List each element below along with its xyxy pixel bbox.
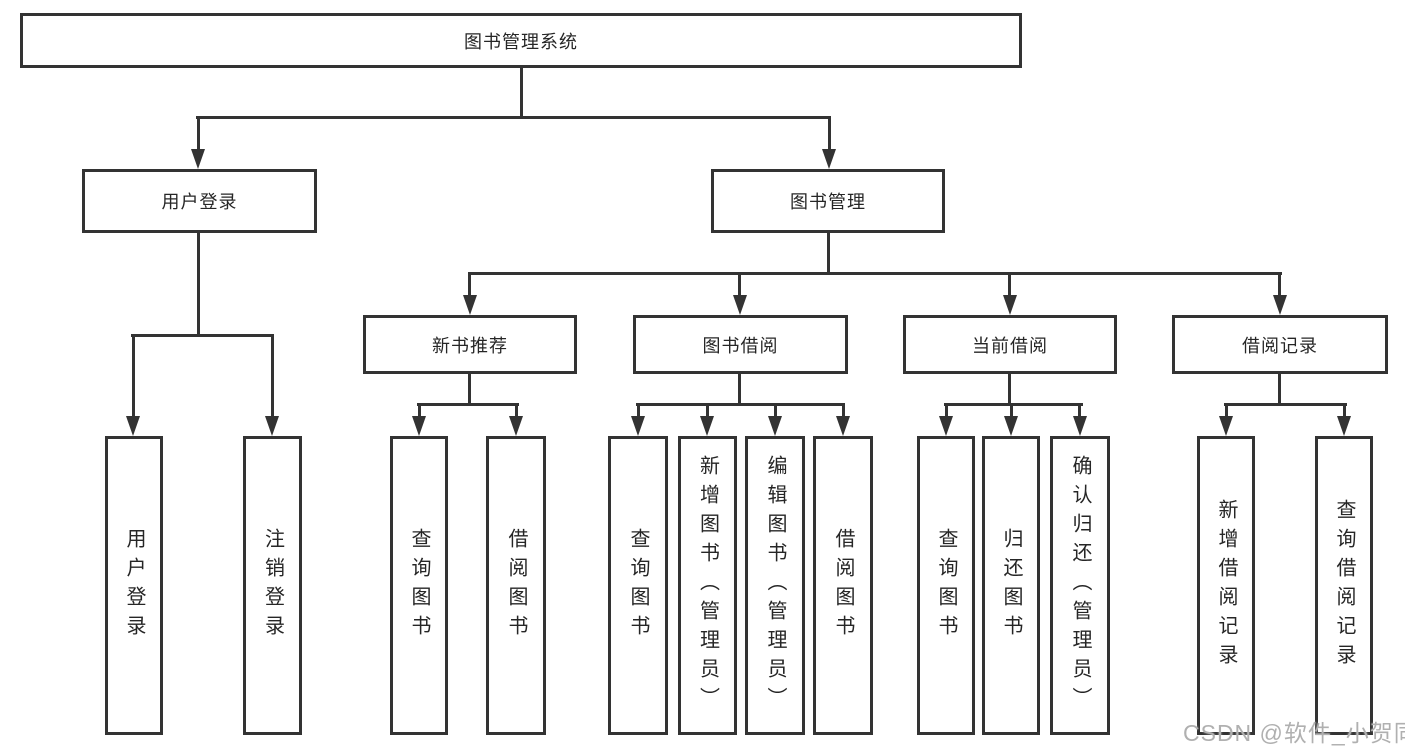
node-root-label: 图书管理系统 [464, 31, 578, 52]
connector-line [1225, 406, 1228, 417]
node-new-book-recommend: 新书推荐 [363, 315, 577, 374]
node-new-book-recommend-label: 新书推荐 [432, 335, 508, 356]
node-book-management-label: 图书管理 [790, 192, 866, 212]
connector-line [196, 116, 831, 119]
connector-line [1010, 406, 1013, 417]
leaf-confirm-return-admin-label: 确认归还（管理员） [1069, 455, 1091, 716]
connector-line [1008, 374, 1011, 406]
connector-line [944, 403, 1083, 406]
node-borrow-records: 借阅记录 [1172, 315, 1388, 374]
arrow-down-icon [1273, 295, 1287, 315]
leaf-return-book: 归还图书 [982, 436, 1040, 735]
connector-line [515, 406, 518, 417]
leaf-borrow-book-2: 借阅图书 [813, 436, 873, 735]
connector-line [418, 406, 421, 417]
leaf-user-login: 用户登录 [105, 436, 163, 735]
leaf-add-borrow-record: 新增借阅记录 [1197, 436, 1255, 735]
arrow-down-icon [1219, 416, 1233, 436]
leaf-query-book-1: 查询图书 [390, 436, 448, 735]
leaf-logout: 注销登录 [243, 436, 302, 735]
connector-line [774, 406, 777, 417]
connector-line [738, 275, 741, 296]
node-current-borrow: 当前借阅 [903, 315, 1117, 374]
leaf-edit-book-admin: 编辑图书（管理员） [745, 436, 805, 735]
connector-line [706, 406, 709, 417]
connector-line [1224, 403, 1347, 406]
csdn-watermark: CSDN @软件_小贺同学 [1183, 720, 1405, 746]
arrow-down-icon [836, 416, 850, 436]
leaf-edit-book-admin-label: 编辑图书（管理员） [764, 455, 786, 716]
leaf-logout-label: 注销登录 [261, 527, 284, 644]
arrow-down-icon [126, 416, 140, 436]
leaf-query-borrow-record-label: 查询借阅记录 [1333, 498, 1355, 673]
connector-line [468, 374, 471, 406]
leaf-add-book-admin: 新增图书（管理员） [678, 436, 737, 735]
arrow-down-icon [1073, 416, 1087, 436]
arrow-down-icon [1004, 416, 1018, 436]
connector-line [197, 119, 200, 150]
arrow-down-icon [733, 295, 747, 315]
node-book-borrow: 图书借阅 [633, 315, 848, 374]
node-user-login-label: 用户登录 [161, 192, 238, 212]
connector-line [468, 272, 1282, 275]
node-user-login: 用户登录 [82, 169, 317, 233]
connector-line [1078, 406, 1081, 417]
node-current-borrow-label: 当前借阅 [972, 335, 1048, 356]
leaf-query-book-1-label: 查询图书 [408, 527, 430, 644]
connector-line [197, 233, 200, 336]
connector-line [520, 68, 523, 119]
leaf-add-borrow-record-label: 新增借阅记录 [1215, 498, 1237, 673]
connector-line [131, 334, 274, 337]
connector-line [842, 406, 845, 417]
connector-line [828, 119, 831, 150]
arrow-down-icon [509, 416, 523, 436]
connector-line [132, 337, 135, 417]
connector-line [417, 403, 519, 406]
node-book-management: 图书管理 [711, 169, 945, 233]
connector-line [468, 275, 471, 296]
node-borrow-records-label: 借阅记录 [1242, 335, 1318, 356]
arrow-down-icon [1003, 295, 1017, 315]
leaf-query-book-2-label: 查询图书 [627, 527, 649, 644]
leaf-add-book-admin-label: 新增图书（管理员） [696, 455, 719, 716]
connector-line [271, 337, 274, 417]
leaf-query-book-3: 查询图书 [917, 436, 975, 735]
node-root: 图书管理系统 [20, 13, 1022, 68]
leaf-borrow-book-1: 借阅图书 [486, 436, 546, 735]
leaf-query-book-3-label: 查询图书 [935, 527, 957, 644]
arrow-down-icon [939, 416, 953, 436]
arrow-down-icon [412, 416, 426, 436]
arrow-down-icon [265, 416, 279, 436]
leaf-user-login-label: 用户登录 [123, 527, 145, 644]
connector-line [636, 403, 845, 406]
arrow-down-icon [700, 416, 714, 436]
leaf-query-borrow-record: 查询借阅记录 [1315, 436, 1373, 735]
arrow-down-icon [1337, 416, 1351, 436]
leaf-borrow-book-1-label: 借阅图书 [505, 527, 527, 644]
node-book-borrow-label: 图书借阅 [702, 335, 779, 356]
connector-line [738, 374, 741, 406]
leaf-return-book-label: 归还图书 [1000, 527, 1022, 644]
connector-line [1343, 406, 1346, 417]
connector-line [1008, 275, 1011, 296]
arrow-down-icon [631, 416, 645, 436]
connector-line [827, 233, 830, 274]
arrow-down-icon [822, 149, 836, 169]
leaf-borrow-book-2-label: 借阅图书 [832, 527, 854, 644]
arrow-down-icon [191, 149, 205, 169]
leaf-confirm-return-admin: 确认归还（管理员） [1050, 436, 1110, 735]
connector-line [945, 406, 948, 417]
connector-line [1278, 374, 1281, 406]
connector-line [1278, 275, 1281, 296]
connector-line [637, 406, 640, 417]
leaf-query-book-2: 查询图书 [608, 436, 668, 735]
arrow-down-icon [463, 295, 477, 315]
arrow-down-icon [768, 416, 782, 436]
